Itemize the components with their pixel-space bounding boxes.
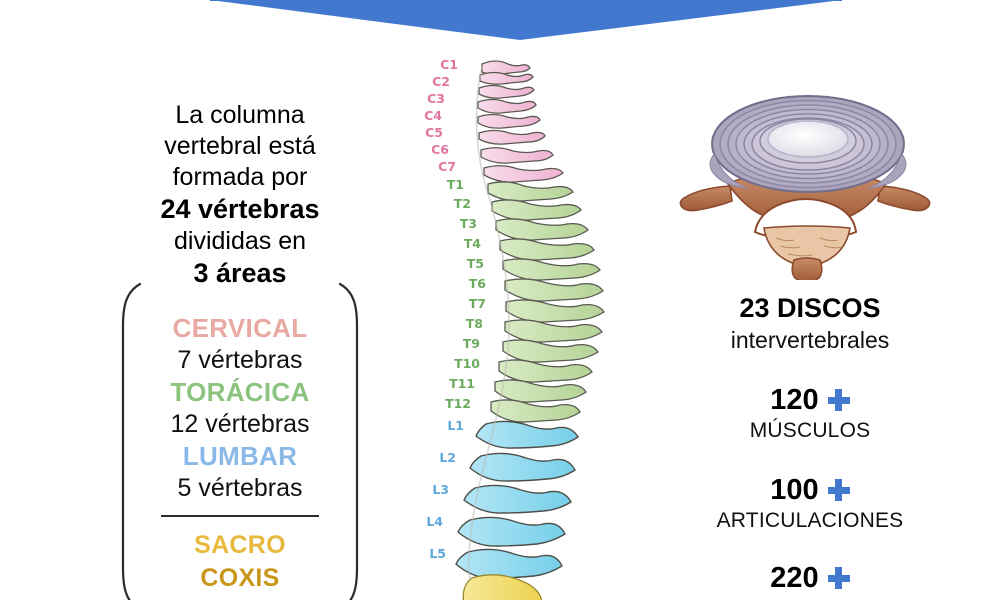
stat-muscles-number: 120	[770, 384, 819, 416]
vertebra-label-t5: T5	[467, 256, 484, 271]
spine-illustration: C1 C2 C3 C4 C5 C6 C7 T1 T2 T3 T4 T5 T6 T…	[420, 50, 630, 600]
plus-icon	[827, 389, 850, 411]
stat-third-number-row: 220	[640, 561, 980, 595]
lumbar-vertebrae-group	[455, 420, 579, 579]
vertebra-label-c3: C3	[427, 91, 445, 106]
vertebra-label-l4: L4	[426, 514, 443, 529]
plus-icon	[827, 479, 850, 501]
intro-line-2: vertebral está	[164, 132, 316, 160]
region-name-lumbar: LUMBAR	[182, 441, 298, 471]
discs-title: 23 DISCOS	[739, 293, 881, 323]
region-name-cervical: CERVICAL	[172, 313, 308, 343]
region-name-sacro: SACRO	[194, 531, 286, 559]
regions-divider	[161, 515, 319, 517]
region-count-cervical: 7 vértebras	[177, 346, 303, 374]
vertebra-label-c6: C6	[431, 142, 449, 157]
cervical-vertebrae-group	[477, 60, 564, 183]
left-info-column: La columna vertebral está formada por 24…	[120, 100, 360, 290]
sacrum-group	[462, 574, 543, 600]
region-name-toracica: TORÁCICA	[170, 377, 310, 407]
stat-joints-number: 100	[770, 474, 819, 506]
vertebra-label-t11: T11	[449, 376, 475, 391]
banner-chevron-shape	[210, 0, 842, 40]
annulus-fibrosus-rings	[711, 95, 905, 193]
stat-third-clipped: 220	[640, 561, 980, 595]
region-row-lumbar: LUMBAR 5 vértebras	[120, 440, 360, 504]
stat-joints: 100 ARTICULACIONES	[640, 473, 980, 535]
bracket-left-curve	[121, 282, 142, 600]
vertebra-label-t1: T1	[447, 177, 464, 192]
regions-list: CERVICAL 7 vértebras TORÁCICA 12 vértebr…	[120, 312, 360, 595]
vertebra-label-c7: C7	[438, 159, 456, 174]
vertebra-label-t10: T10	[454, 356, 480, 371]
plus-icon	[827, 567, 850, 589]
stat-third-number: 220	[770, 562, 819, 594]
intro-line-4: divididas en	[173, 227, 307, 255]
spine-front-contour	[468, 65, 510, 581]
stat-joints-number-row: 100	[640, 473, 980, 507]
stat-muscles-label: MÚSCULOS	[749, 419, 871, 442]
stat-muscles-number-row: 120	[640, 383, 980, 417]
intervertebral-disc-figure	[668, 88, 948, 283]
vertebra-label-l1: L1	[447, 418, 464, 433]
vertebra-label-l2: L2	[439, 450, 456, 465]
vertebra-label-t6: T6	[469, 276, 487, 291]
intro-line-3: formada por	[172, 163, 308, 191]
vertebra-count-highlight: 24 vértebras	[160, 194, 320, 224]
vertebra-label-t2: T2	[454, 196, 471, 211]
vertebra-label-t4: T4	[464, 236, 482, 251]
vertebra-label-l5: L5	[429, 546, 446, 561]
region-row-cervical: CERVICAL 7 vértebras	[120, 312, 360, 376]
vertebra-label-t3: T3	[460, 216, 477, 231]
thoracic-vertebrae-group	[487, 181, 605, 423]
region-count-lumbar: 5 vértebras	[177, 474, 303, 502]
vertebra-label-c4: C4	[424, 108, 442, 123]
areas-count-highlight: 3 áreas	[193, 258, 287, 288]
intro-line-1: La columna	[175, 101, 305, 129]
stat-muscles: 120 MÚSCULOS	[640, 383, 980, 445]
region-count-toracica: 12 vértebras	[170, 410, 310, 438]
stat-joints-label: ARTICULACIONES	[716, 509, 904, 532]
vertebra-label-t7: T7	[469, 296, 486, 311]
bracket-right-curve	[338, 282, 359, 600]
disc-lower-lip	[709, 152, 749, 189]
top-banner	[0, 0, 1000, 46]
vertebra-label-c5: C5	[425, 125, 443, 140]
vertebra-label-t8: T8	[466, 316, 483, 331]
vertebra-label-c2: C2	[432, 74, 450, 89]
region-name-coxis: COXIS	[200, 564, 280, 592]
vertebra-label-c1: C1	[440, 57, 458, 72]
regions-bracket	[118, 282, 362, 600]
region-row-toracica: TORÁCICA 12 vértebras	[120, 376, 360, 440]
right-stats-column: 23 DISCOS intervertebrales 120 MÚSCULOS …	[640, 292, 980, 595]
vertebra-label-t9: T9	[463, 336, 480, 351]
discs-subtitle: intervertebrales	[730, 327, 890, 353]
vertebra-label-t12: T12	[445, 396, 471, 411]
vertebra-label-l3: L3	[432, 482, 449, 497]
vertebra-labels-group: C1 C2 C3 C4 C5 C6 C7 T1 T2 T3 T4 T5 T6 T…	[424, 57, 486, 561]
